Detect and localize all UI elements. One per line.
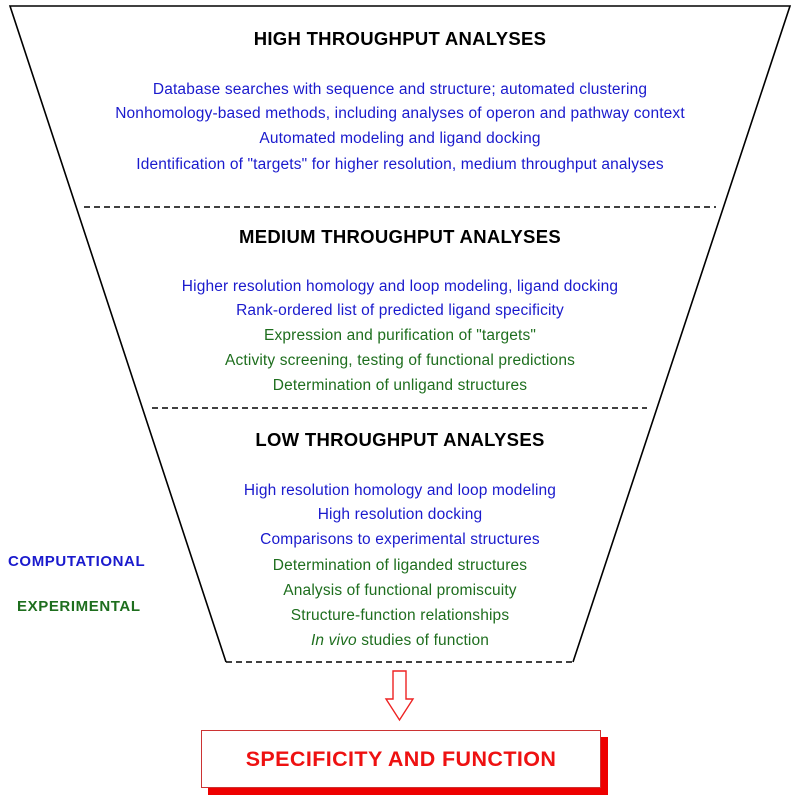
funnel-outline — [8, 5, 792, 663]
legend-computational: COMPUTATIONAL — [8, 553, 146, 570]
heading-medium-throughput: MEDIUM THROUGHPUT ANALYSES — [239, 226, 561, 247]
item-low-7-text: studies of function — [361, 632, 490, 649]
item-low-4: Determination of liganded structures — [272, 557, 528, 574]
item-low-3: Comparisons to experimental structures — [260, 531, 540, 548]
item-low-1: High resolution homology and loop modeli… — [243, 482, 557, 499]
heading-low-throughput: LOW THROUGHPUT ANALYSES — [255, 429, 545, 450]
legend-experimental: EXPERIMENTAL — [17, 598, 141, 615]
item-medium-5: Determination of unligand structures — [272, 377, 528, 394]
down-arrow-icon — [384, 670, 415, 722]
item-low-6: Structure-function relationships — [290, 607, 510, 624]
item-high-2: Nonhomology-based methods, including ana… — [115, 105, 685, 122]
item-low-7: In vivo studies of function — [0, 632, 800, 650]
item-high-3: Automated modeling and ligand docking — [259, 130, 541, 147]
result-label: SPECIFICITY AND FUNCTION — [245, 746, 557, 771]
result-box: SPECIFICITY AND FUNCTION — [201, 730, 601, 788]
item-low-5: Analysis of functional promiscuity — [283, 582, 517, 599]
item-low-2: High resolution docking — [317, 506, 483, 523]
item-medium-4: Activity screening, testing of functiona… — [225, 352, 575, 369]
item-high-4: Identification of "targets" for higher r… — [136, 156, 664, 173]
item-medium-1: Higher resolution homology and loop mode… — [181, 278, 619, 295]
item-medium-3: Expression and purification of "targets" — [263, 327, 537, 344]
item-medium-2: Rank-ordered list of predicted ligand sp… — [236, 302, 564, 319]
item-low-7-italic: In vivo — [310, 632, 357, 649]
heading-high-throughput: HIGH THROUGHPUT ANALYSES — [253, 28, 547, 49]
item-high-1: Database searches with sequence and stru… — [152, 81, 648, 98]
